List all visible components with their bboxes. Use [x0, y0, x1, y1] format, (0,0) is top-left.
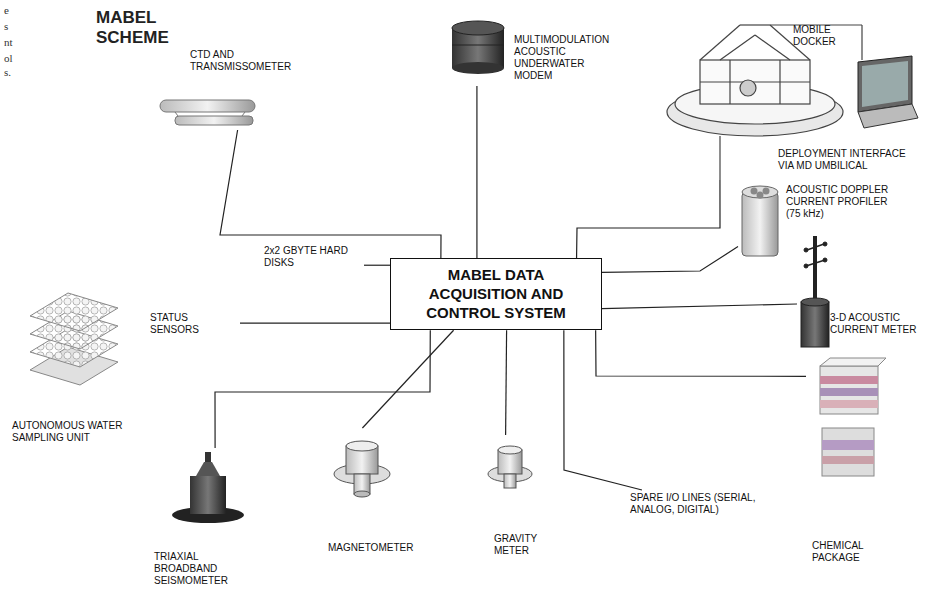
modem-icon [452, 21, 504, 74]
node-label: GRAVITY METER [494, 533, 564, 557]
seismometer-icon [172, 452, 244, 523]
instrument-node: MULTIMODULATION ACOUSTIC UNDERWATER MODE… [448, 16, 623, 86]
chemical-package-icon [820, 358, 886, 476]
connector-line [240, 322, 390, 323]
storage-node: 2x2 GBYTE HARD DISKS [262, 244, 364, 273]
io-node: SPARE I/O LINES (SERIAL, ANALOG, DIGITAL… [628, 490, 768, 538]
node-sublabel: DEPLOYMENT INTERFACE VIA MD UMBILICAL [778, 148, 918, 172]
instrument-node: GRAVITY METER [478, 435, 570, 563]
sensor-node: STATUS SENSORS [148, 310, 240, 340]
node-label: 2x2 GBYTE HARD DISKS [264, 245, 360, 269]
node-label: MAGNETOMETER [328, 542, 433, 554]
instrument-node: 3-D ACOUSTIC CURRENT METER [797, 232, 926, 352]
current-meter-icon [801, 236, 829, 347]
connector-line [506, 330, 507, 435]
node-label: MOBILE DOCKER [793, 24, 853, 48]
cropped-text: s. [4, 66, 11, 78]
connector-line [364, 265, 390, 266]
connector-line [596, 330, 806, 376]
node-label: ACOUSTIC DOPPLER CURRENT PROFILER (75 kH… [786, 184, 896, 220]
instrument-node: MOBILE DOCKER DEPLOYMENT INTERFACE VIA MD… [665, 16, 923, 180]
process-box: MABEL DATA ACQUISITION AND CONTROL SYSTE… [390, 258, 602, 330]
instrument-node: TRIAXIAL BROADBAND SEISMOMETER [148, 448, 258, 600]
connector-line [564, 330, 642, 490]
cropped-text: ol [4, 52, 13, 64]
cropped-text: nt [4, 36, 13, 48]
connector-line [220, 130, 441, 258]
gravity-meter-icon [488, 446, 532, 488]
connector-line [362, 330, 453, 428]
connector-line [577, 180, 720, 258]
instrument-node: CTD AND TRANSMISSOMETER [155, 45, 295, 130]
cropped-text: e [4, 4, 9, 16]
instrument-node: CHEMICAL PACKAGE [806, 355, 911, 568]
node-label: 3-D ACOUSTIC CURRENT METER [830, 312, 922, 336]
adcp-icon [742, 186, 778, 256]
magnetometer-icon [334, 441, 390, 497]
instrument-node: MAGNETOMETER [318, 428, 438, 563]
laptop-icon [858, 56, 918, 128]
node-label: MABEL DATA ACQUISITION AND CONTROL SYSTE… [405, 266, 587, 322]
ctd-icon [160, 100, 255, 125]
diagram-title: MABEL SCHEME [96, 8, 176, 47]
water-sampler-icon [30, 293, 118, 385]
instrument-node: ACOUSTIC DOPPLER CURRENT PROFILER (75 kH… [738, 182, 900, 258]
node-label: CHEMICAL PACKAGE [812, 540, 897, 564]
connector-line [602, 247, 738, 273]
node-label: SPARE I/O LINES (SERIAL, ANALOG, DIGITAL… [630, 492, 762, 516]
node-label: STATUS SENSORS [150, 312, 236, 336]
connector-line [476, 86, 477, 258]
cropped-text: s [4, 20, 8, 32]
node-label: TRIAXIAL BROADBAND SEISMOMETER [154, 551, 252, 587]
connector-line [602, 304, 797, 309]
node-label: MULTIMODULATION ACOUSTIC UNDERWATER MODE… [514, 34, 619, 82]
instrument-node: AUTONOMOUS WATER SAMPLING UNIT [8, 290, 134, 450]
node-label: AUTONOMOUS WATER SAMPLING UNIT [12, 420, 130, 444]
node-label: CTD AND TRANSMISSOMETER [190, 49, 265, 73]
